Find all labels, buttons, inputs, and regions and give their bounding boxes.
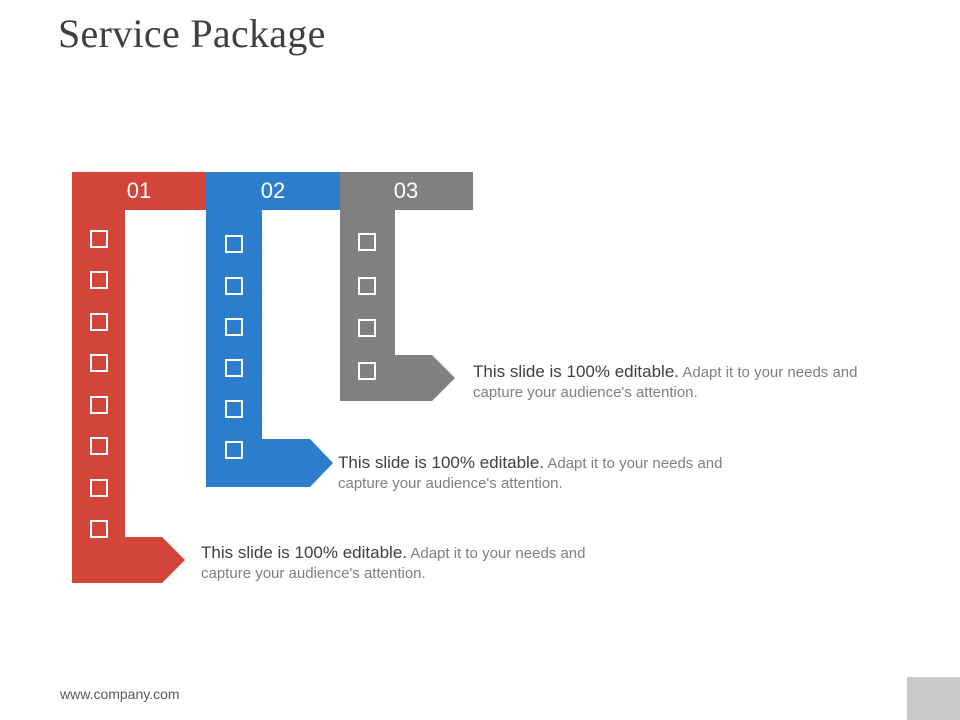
package-03-description: This slide is 100% editable. Adapt it to… (473, 362, 893, 403)
page-title: Service Package (58, 11, 326, 56)
package-02-checkbox[interactable] (225, 400, 243, 418)
package-03-checkbox[interactable] (358, 233, 376, 251)
footer-url[interactable]: www.company.com (60, 686, 180, 702)
package-03-checkbox[interactable] (358, 277, 376, 295)
package-02-checkbox[interactable] (225, 277, 243, 295)
package-01-checkbox[interactable] (90, 313, 108, 331)
package-01-checkbox[interactable] (90, 230, 108, 248)
package-01-description: This slide is 100% editable. Adapt it to… (201, 543, 621, 584)
package-01-checkbox[interactable] (90, 479, 108, 497)
package-02-checkbox[interactable] (225, 359, 243, 377)
package-01-number: 01 (126, 178, 152, 203)
package-03-description-rest: Adapt it to your needs and capture your … (473, 364, 858, 401)
package-01-checkbox[interactable] (90, 354, 108, 372)
package-01-checkbox[interactable] (90, 271, 108, 289)
package-02-description-rest: Adapt it to your needs and capture your … (338, 455, 723, 492)
package-01-description-rest: Adapt it to your needs and capture your … (201, 545, 586, 582)
package-03-description-bold: This slide is 100% editable. (473, 362, 680, 381)
package-02-number: 02 (260, 178, 286, 203)
package-01-checkbox[interactable] (90, 520, 108, 538)
package-02-description: This slide is 100% editable. Adapt it to… (338, 453, 758, 494)
package-02-checkbox[interactable] (225, 235, 243, 253)
package-02-description-bold: This slide is 100% editable. (338, 453, 545, 472)
package-02-checkbox[interactable] (225, 318, 243, 336)
package-01-description-bold: This slide is 100% editable. (201, 543, 408, 562)
package-01-checkbox[interactable] (90, 437, 108, 455)
package-02-shape (206, 172, 340, 487)
package-01-checkbox[interactable] (90, 396, 108, 414)
package-03-shape (340, 172, 473, 401)
package-03-number: 03 (393, 178, 419, 203)
package-02-checkbox[interactable] (225, 441, 243, 459)
corner-block (907, 677, 960, 720)
package-03-checkbox[interactable] (358, 319, 376, 337)
package-03-checkbox[interactable] (358, 362, 376, 380)
